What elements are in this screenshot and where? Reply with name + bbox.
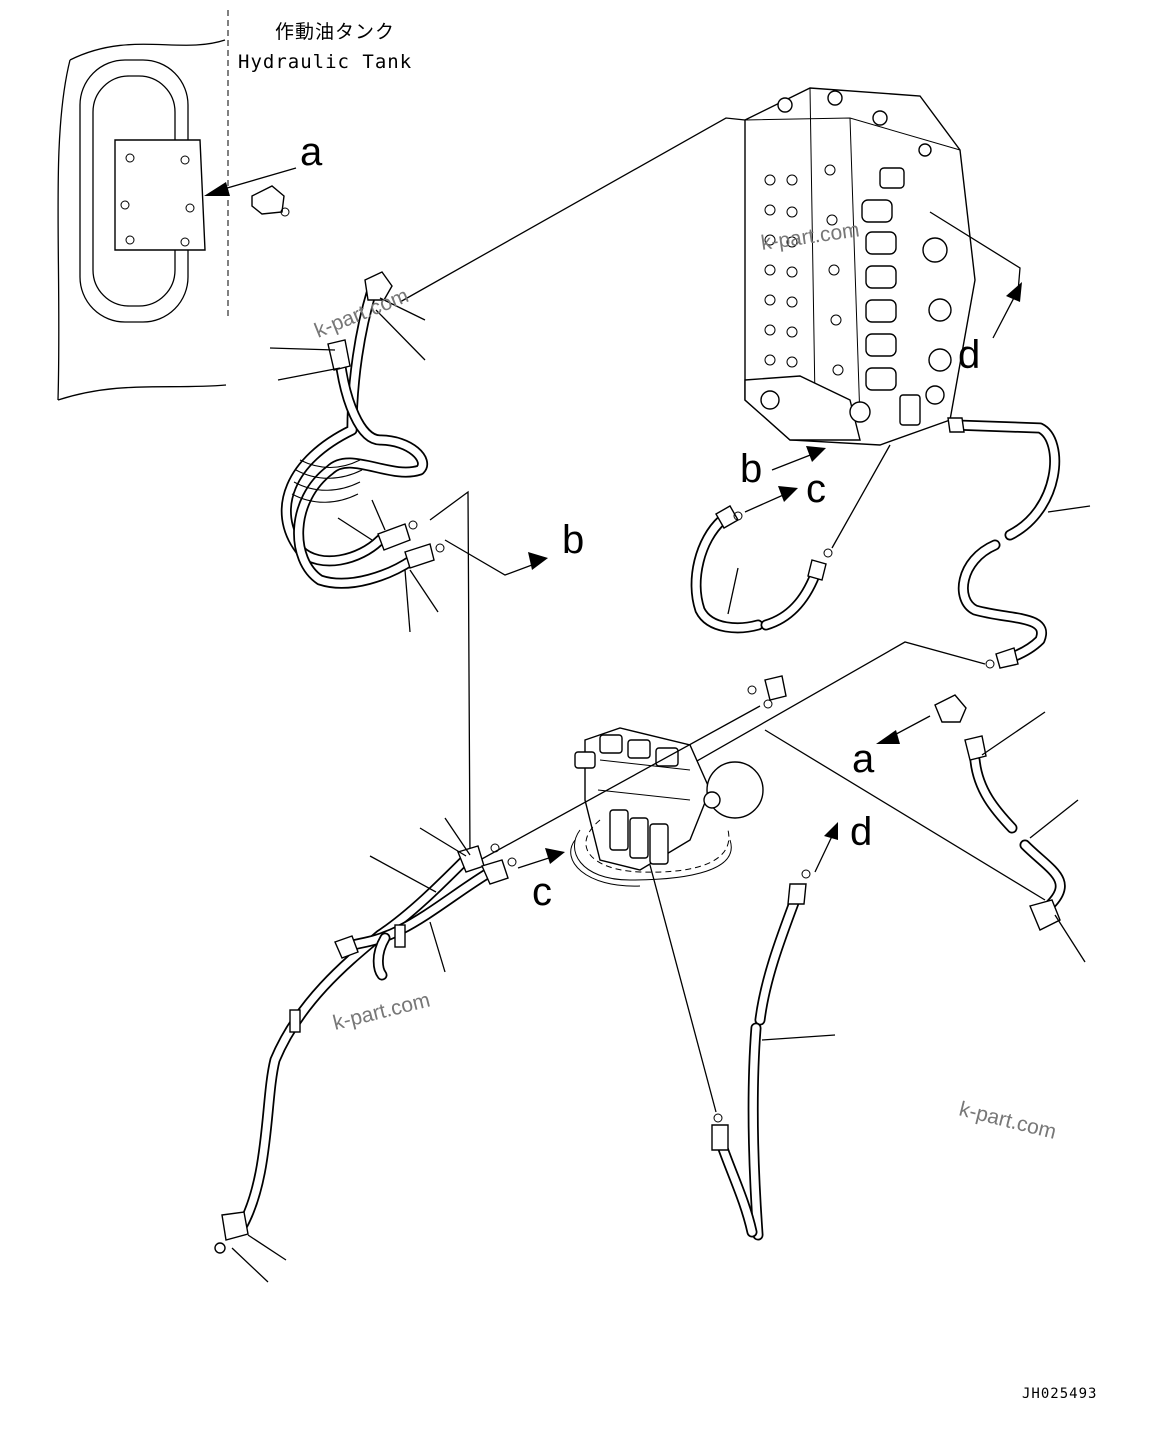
callout-a-top: a bbox=[300, 130, 323, 174]
callout-d-top: d bbox=[958, 333, 980, 377]
tank-label-jp: 作動油タンク bbox=[275, 21, 395, 43]
tank-elbow-fitting bbox=[251, 185, 290, 217]
valve-ports-left bbox=[764, 164, 844, 376]
callout-a-right: a bbox=[852, 737, 875, 781]
watermark-4: k-part.com bbox=[957, 1098, 1059, 1144]
valve-spool-caps bbox=[861, 167, 952, 426]
pilot-hose-d bbox=[711, 869, 811, 1241]
main-control-valve bbox=[744, 87, 976, 446]
callout-c-top: c bbox=[806, 467, 826, 511]
watermark-3: k-part.com bbox=[331, 989, 433, 1035]
pilot-hose-c bbox=[690, 505, 833, 634]
hydraulic-tank bbox=[57, 10, 229, 401]
callout-c-bottom: c bbox=[532, 870, 552, 914]
callout-b-right: b bbox=[740, 447, 762, 491]
drawing-code: JH025493 bbox=[1022, 1386, 1097, 1402]
callout-d-bottom: d bbox=[850, 810, 872, 854]
solenoid-valve-block bbox=[570, 727, 764, 887]
tank-label-en: Hydraulic Tank bbox=[238, 51, 412, 73]
tank-return-hose-assembly bbox=[280, 271, 445, 589]
callout-b-left: b bbox=[562, 518, 584, 562]
right-pilot-hose bbox=[947, 417, 1061, 669]
right-drain-hose bbox=[964, 735, 1066, 931]
lower-left-hose-assembly bbox=[214, 843, 517, 1254]
